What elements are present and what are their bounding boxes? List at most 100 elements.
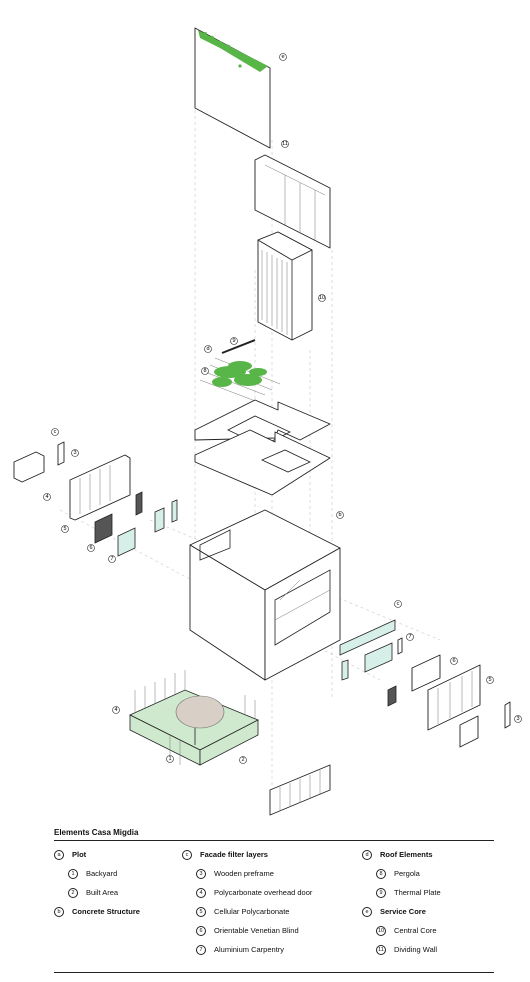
- legend-label: Cellular Polycarbonate: [214, 907, 290, 916]
- callout-3-right: 3: [514, 715, 522, 723]
- legend-mark: 11: [376, 945, 386, 956]
- legend-label: Thermal Plate: [394, 888, 441, 897]
- legend-label: Central Core: [394, 926, 437, 935]
- callout-c-right: c: [394, 600, 402, 608]
- legend-label: Dividing Wall: [394, 945, 438, 954]
- callout-3-left: 3: [71, 449, 79, 457]
- legend-mark: b: [54, 907, 64, 918]
- callout-9: 9: [230, 337, 238, 345]
- svg-text:1: 1: [168, 756, 171, 762]
- legend-mark: 6: [196, 926, 206, 937]
- legend-mark: d: [362, 850, 372, 861]
- thermal-plate: [221, 339, 256, 354]
- svg-text:3: 3: [73, 450, 76, 456]
- legend-item-built-area: 2 Built Area: [54, 888, 140, 907]
- legend-item-aluminium-carpentry: 7 Aluminium Carpentry: [182, 945, 312, 964]
- callout-10: 10: [318, 294, 326, 302]
- legend-label: Pergola: [394, 869, 420, 878]
- legend-label: Plot: [72, 850, 87, 859]
- dividing-wall: [254, 154, 331, 249]
- legend-label: Service Core: [380, 907, 426, 916]
- svg-text:c: c: [397, 601, 400, 607]
- legend-item-plot: a Plot: [54, 850, 140, 869]
- callout-4-left: 4: [43, 493, 51, 501]
- svg-text:d: d: [206, 346, 209, 352]
- dividing-wall-green: [194, 27, 271, 149]
- pergola: [199, 357, 281, 403]
- legend-column-1: a Plot 1 Backyard 2 Built Area b Concrete St…: [54, 850, 140, 926]
- svg-text:3: 3: [516, 716, 519, 722]
- legend-item-facade-filter-layers: c Facade filter layers: [182, 850, 312, 869]
- callout-d: d: [204, 345, 212, 353]
- callout-4-bottom: 4: [112, 706, 120, 714]
- legend-label: Backyard: [86, 869, 118, 878]
- legend-item-wooden-preframe: 3 Wooden preframe: [182, 869, 312, 888]
- svg-text:5: 5: [63, 526, 66, 532]
- legend-mark: 5: [196, 907, 206, 918]
- legend-mark: e: [362, 907, 372, 918]
- callout-6-right: 6: [450, 657, 458, 665]
- legend-bottom-rule: [54, 972, 494, 973]
- svg-text:9: 9: [232, 338, 235, 344]
- legend-mark: 3: [196, 869, 206, 880]
- legend-label: Wooden preframe: [214, 869, 274, 878]
- legend-item-concrete-structure: b Concrete Structure: [54, 907, 140, 926]
- legend-item-dividing-wall: 11 Dividing Wall: [362, 945, 441, 964]
- callout-11: 11: [281, 140, 289, 148]
- svg-text:c: c: [54, 429, 57, 435]
- legend-item-service-core: e Service Core: [362, 907, 441, 926]
- legend-mark: 7: [196, 945, 206, 956]
- legend-label: Built Area: [86, 888, 119, 897]
- callout-b: b: [336, 511, 344, 519]
- legend-label: Concrete Structure: [72, 907, 140, 916]
- svg-text:b: b: [338, 512, 341, 518]
- legend-label: Roof Elements: [380, 850, 433, 859]
- callout-c-left: c: [51, 428, 59, 436]
- plot-base: [129, 670, 331, 816]
- right-facade-layers: [339, 619, 511, 748]
- svg-text:2: 2: [241, 757, 244, 763]
- callout-2: 2: [239, 756, 247, 764]
- legend-item-central-core: 10 Central Core: [362, 926, 441, 945]
- callout-1: 1: [166, 755, 174, 763]
- svg-text:6: 6: [452, 658, 455, 664]
- svg-text:7: 7: [408, 634, 411, 640]
- legend-item-roof-elements: d Roof Elements: [362, 850, 441, 869]
- svg-text:11: 11: [282, 141, 288, 147]
- callout-7-right: 7: [406, 633, 414, 641]
- svg-text:4: 4: [45, 494, 48, 500]
- roof-slab-lower: [194, 429, 331, 496]
- legend-mark: 1: [68, 869, 78, 880]
- legend-top-rule: [54, 840, 494, 841]
- legend-label: Polycarbonate overhead door: [214, 888, 313, 897]
- concrete-structure: [189, 509, 341, 681]
- legend-mark: 2: [68, 888, 78, 899]
- legend-label: Aluminium Carpentry: [214, 945, 285, 954]
- callout-8: 8: [201, 367, 209, 375]
- svg-text:4: 4: [114, 707, 117, 713]
- callout-e: e: [279, 53, 287, 61]
- svg-text:5: 5: [488, 677, 491, 683]
- legend-label: Facade filter layers: [200, 850, 268, 859]
- legend-column-2: c Facade filter layers 3 Wooden preframe 4…: [182, 850, 312, 964]
- legend-item-backyard: 1 Backyard: [54, 869, 140, 888]
- left-facade-layers: [13, 441, 178, 557]
- svg-text:8: 8: [203, 368, 206, 374]
- central-core: [257, 231, 313, 341]
- svg-text:10: 10: [319, 295, 325, 301]
- legend-item-cellular-polycarbonate: 5 Cellular Polycarbonate: [182, 907, 312, 926]
- exploded-axonometric-diagram: e 11 10 9 d 8 c 3 4 5 6 7 b c 7 6 5 3 4 …: [13, 27, 522, 816]
- callout-5-left: 5: [61, 525, 69, 533]
- legend-mark: a: [54, 850, 64, 861]
- svg-text:e: e: [281, 54, 284, 60]
- svg-text:6: 6: [89, 545, 92, 551]
- legend-mark: c: [182, 850, 192, 861]
- callout-5-right: 5: [486, 676, 494, 684]
- legend-mark: 10: [376, 926, 386, 937]
